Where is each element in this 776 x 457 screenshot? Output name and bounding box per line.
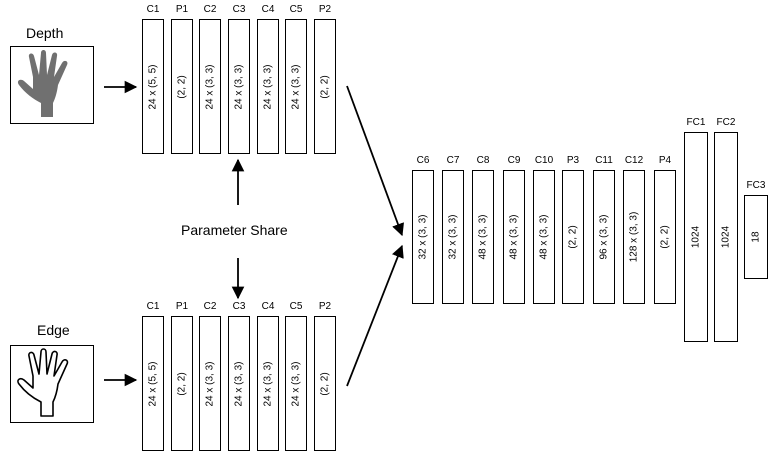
layer-name-fc1: FC1 [686,117,706,128]
layer-spec: 96 x (3, 3) [598,214,610,260]
layer-spec: 32 x (3, 3) [417,214,429,260]
layer-box-c8: 48 x (3, 3) [472,170,494,304]
layer-spec: (2, 2) [567,225,579,249]
layer-name-c6: C6 [416,155,430,166]
layer-spec: 24 x (3, 3) [290,63,302,110]
layer-box-fc2: 1024 [714,132,738,342]
layer-spec: 24 x (3, 3) [233,63,245,110]
layer-box-c10: 48 x (3, 3) [533,170,555,304]
layer-spec: (2, 2) [319,74,331,99]
layer-name-fc3: FC3 [746,180,766,191]
layer-box-c9: 48 x (3, 3) [503,170,525,304]
top-branch-merge-arrow [346,85,404,237]
layer-name-fc2: FC2 [716,117,736,128]
layer-name-p2: P2 [318,301,332,312]
layer-name-c2: C2 [203,4,217,15]
layer-name-p2: P2 [318,4,332,15]
layer-name-c10: C10 [534,155,554,166]
layer-box-fc3: 18 [744,195,768,279]
filled-hand-icon [17,50,68,117]
layer-box-c6: 32 x (3, 3) [412,170,434,304]
layer-box-c4: 24 x (3, 3) [257,19,279,154]
layer-spec: (2, 2) [659,225,671,249]
layer-box-p4: (2, 2) [654,170,676,304]
layer-name-c9: C9 [507,155,521,166]
layer-name-c11: C11 [595,155,613,166]
layer-spec: (2, 2) [176,371,188,396]
layer-name-c2: C2 [203,301,217,312]
layer-spec: 1024 [720,225,732,249]
layer-spec: 24 x (3, 3) [262,360,274,407]
layer-name-c1: C1 [146,301,160,312]
layer-box-c7: 32 x (3, 3) [442,170,464,304]
layer-box-c12: 128 x (3, 3) [623,170,645,304]
layer-box-c1: 24 x (5, 5) [142,19,164,154]
layer-name-p1: P1 [175,4,189,15]
layer-spec: 18 [750,231,762,243]
layer-spec: (2, 2) [319,371,331,396]
layer-name-p4: P4 [658,155,672,166]
layer-spec: 24 x (3, 3) [262,63,274,110]
parameter-share-label: Parameter Share [181,222,288,238]
layer-spec: 48 x (3, 3) [538,214,550,260]
layer-box-p1: (2, 2) [171,19,193,154]
layer-spec: 48 x (3, 3) [477,214,489,260]
layer-name-c5: C5 [289,4,303,15]
layer-box-c5: 24 x (3, 3) [285,19,307,154]
layer-box-c2: 24 x (3, 3) [199,19,221,154]
layer-name-c4: C4 [261,301,275,312]
layer-name-c4: C4 [261,4,275,15]
depth-input-box [10,46,94,124]
layer-box-c4: 24 x (3, 3) [257,316,279,451]
layer-spec: 24 x (5, 5) [147,360,159,407]
layer-box-fc1: 1024 [684,132,708,342]
depth-label: Depth [26,25,64,41]
layer-spec: 1024 [690,225,702,249]
layer-name-c12: C12 [624,155,644,166]
layer-name-p1: P1 [175,301,189,312]
layer-spec: 24 x (3, 3) [233,360,245,407]
layer-name-c7: C7 [446,155,460,166]
layer-name-c1: C1 [146,4,160,15]
bottom-branch-merge-arrow [346,244,404,387]
layer-spec: (2, 2) [176,74,188,99]
layer-name-p3: P3 [566,155,580,166]
edge-input-box [10,345,94,423]
layer-box-p2: (2, 2) [314,19,336,154]
outline-hand-icon [17,348,69,417]
layer-spec: 32 x (3, 3) [447,214,459,260]
layer-box-p1: (2, 2) [171,316,193,451]
layer-box-p3: (2, 2) [562,170,584,304]
layer-name-c8: C8 [476,155,490,166]
layer-name-c3: C3 [232,301,246,312]
layer-name-c5: C5 [289,301,303,312]
layer-spec: 24 x (3, 3) [204,63,216,110]
layer-spec: 24 x (3, 3) [290,360,302,407]
layer-name-c3: C3 [232,4,246,15]
layer-box-c2: 24 x (3, 3) [199,316,221,451]
layer-spec: 128 x (3, 3) [628,211,640,263]
layer-box-c5: 24 x (3, 3) [285,316,307,451]
edge-label: Edge [37,322,70,338]
layer-box-c3: 24 x (3, 3) [228,19,250,154]
layer-box-c3: 24 x (3, 3) [228,316,250,451]
layer-spec: 24 x (3, 3) [204,360,216,407]
layer-box-p2: (2, 2) [314,316,336,451]
layer-spec: 24 x (5, 5) [147,63,159,110]
layer-box-c11: 96 x (3, 3) [593,170,615,304]
layer-spec: 48 x (3, 3) [508,214,520,260]
layer-box-c1: 24 x (5, 5) [142,316,164,451]
